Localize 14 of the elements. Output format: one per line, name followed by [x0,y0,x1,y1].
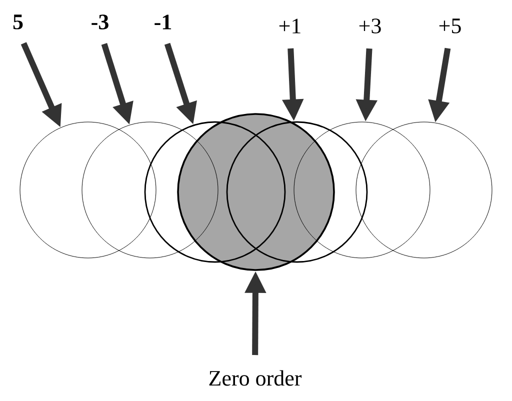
order-circle [226,121,368,263]
order-circle [356,122,492,258]
order-circle [82,122,218,258]
shaded-circle [177,113,335,271]
order-label: +5 [439,18,461,34]
order-label: +1 [279,18,300,34]
order-label: +3 [359,18,381,34]
order-label: -1 [154,14,172,30]
order-circle [144,121,286,263]
order-circle [294,122,430,258]
order-circle [20,122,156,258]
order-label: -3 [92,14,108,30]
order-label: 5 [13,14,23,30]
caption-label: Zero order [209,370,302,386]
